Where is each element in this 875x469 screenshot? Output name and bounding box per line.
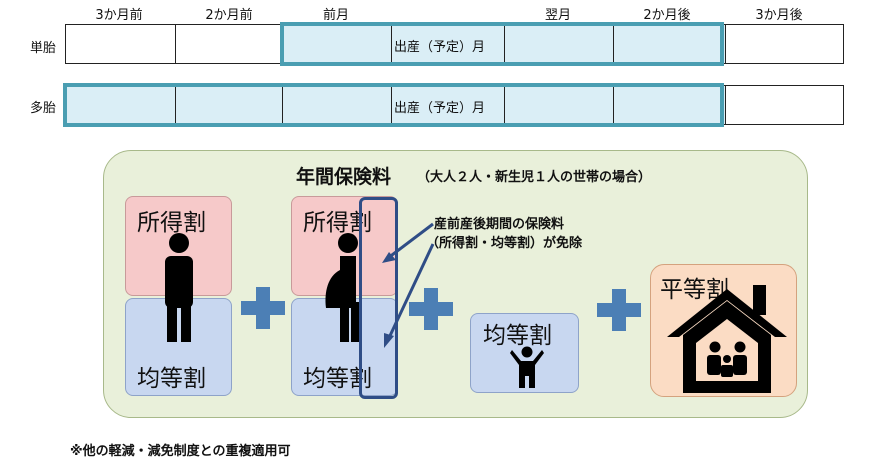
income-share-label: 所得割 bbox=[137, 210, 206, 236]
month-label: 3か月後 bbox=[755, 8, 803, 23]
birth-month-text: 出産（予定）月 bbox=[394, 101, 486, 116]
month-cell bbox=[725, 24, 844, 64]
annotation-line2: （所得割・均等割）が免除 bbox=[426, 236, 583, 251]
child-person-icon bbox=[510, 346, 544, 388]
row-label-multiple: 多胎 bbox=[30, 101, 57, 116]
panel-title: 年間保険料 bbox=[296, 166, 392, 188]
equal-share-label: 均等割 bbox=[483, 323, 552, 349]
footnote: ※他の軽減・減免制度との重複適用可 bbox=[70, 444, 291, 459]
pregnant-person-icon bbox=[325, 233, 360, 342]
exemption-period-frame bbox=[63, 83, 724, 127]
month-cell bbox=[175, 85, 283, 125]
equal-share-box bbox=[125, 298, 232, 396]
exemption-period-frame bbox=[280, 22, 724, 66]
month-label: 翌月 bbox=[544, 8, 571, 23]
equal-share-label: 均等割 bbox=[137, 366, 206, 392]
house-family-icon bbox=[667, 285, 787, 393]
birth-month-text: 出産（予定）月 bbox=[394, 40, 486, 55]
adult-person-icon bbox=[165, 233, 193, 342]
month-label: 2か月後 bbox=[643, 8, 691, 23]
exempt-highlight-frame bbox=[359, 197, 398, 399]
month-cell bbox=[175, 24, 283, 64]
panel-subtitle: （大人２人・新生児１人の世帯の場合） bbox=[417, 170, 652, 185]
month-label: 3か月前 bbox=[95, 8, 143, 23]
month-label: 2か月前 bbox=[205, 8, 253, 23]
annotation-arrows bbox=[382, 222, 435, 348]
month-cell bbox=[65, 24, 176, 64]
annotation-line1: 産前産後期間の保険料 bbox=[434, 217, 565, 232]
month-cell bbox=[282, 85, 392, 125]
month-label: 前月 bbox=[322, 8, 349, 23]
row-label-single: 単胎 bbox=[30, 41, 57, 56]
month-cell bbox=[725, 85, 844, 125]
